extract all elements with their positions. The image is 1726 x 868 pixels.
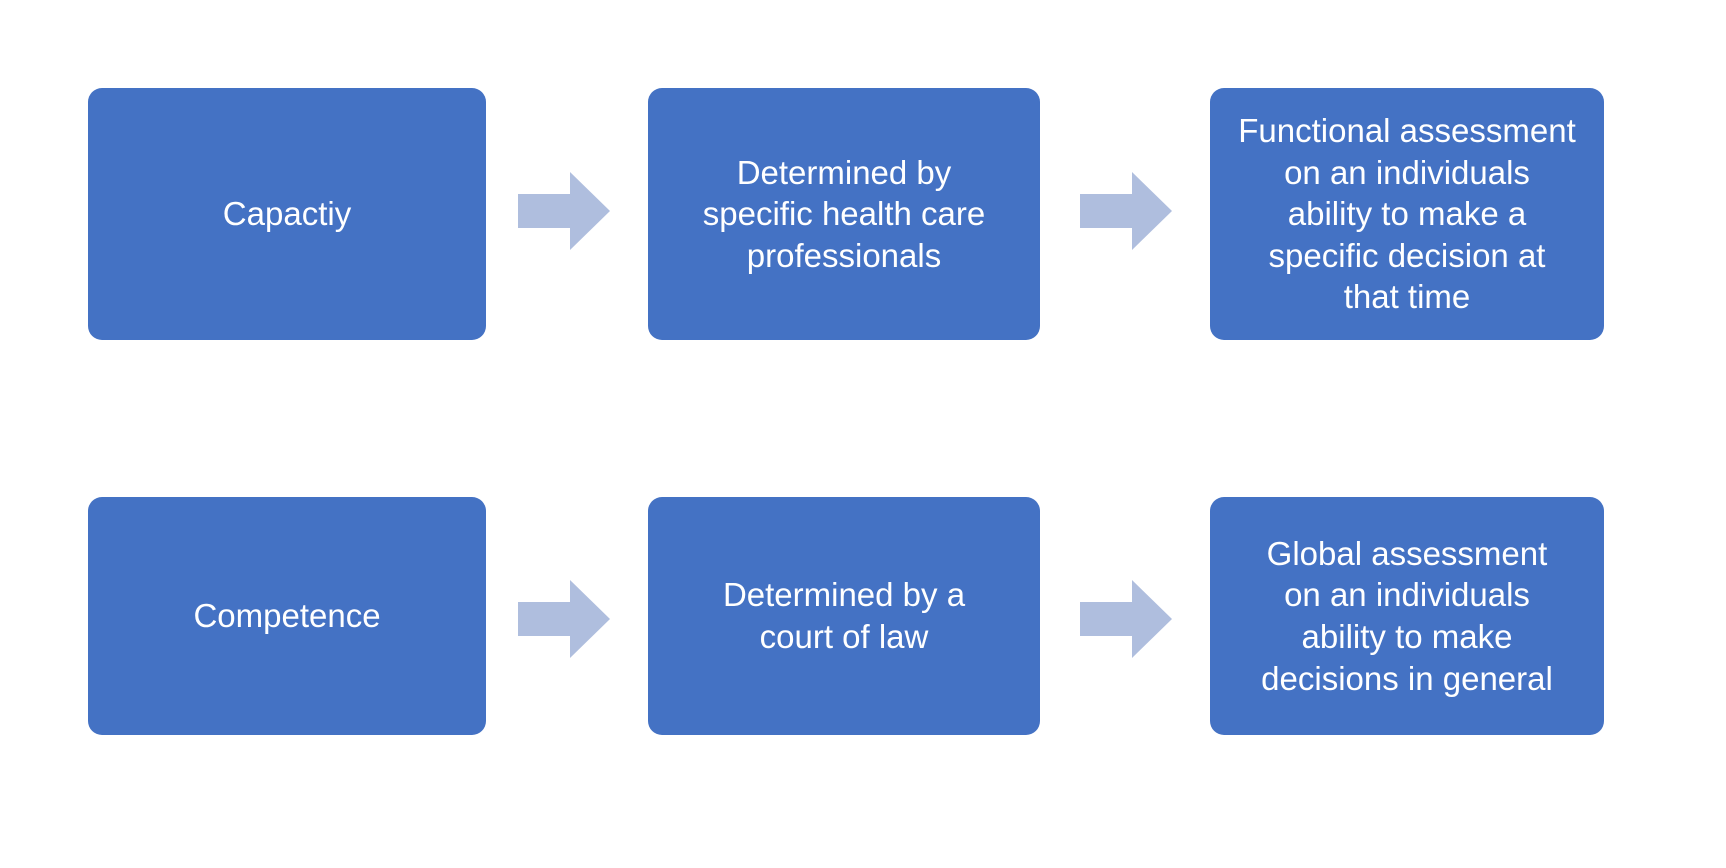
node-competence-definition[interactable]: Global assessment on an individuals abil…: [1210, 497, 1604, 735]
node-capacity[interactable]: Capactiy: [88, 88, 486, 340]
node-capacity-definition[interactable]: Functional assessment on an individuals …: [1210, 88, 1604, 340]
node-capacity-determiner[interactable]: Determined by specific health care profe…: [648, 88, 1040, 340]
node-competence[interactable]: Competence: [88, 497, 486, 735]
right-block-arrow-icon: [518, 580, 610, 658]
right-block-arrow-icon: [518, 172, 610, 250]
node-competence-determiner-label: Determined by a court of law: [722, 576, 966, 655]
right-block-arrow-icon: [1080, 172, 1172, 250]
node-capacity-definition-label: Functional assessment on an individuals …: [1238, 112, 1576, 316]
node-competence-determiner[interactable]: Determined by a court of law: [648, 497, 1040, 735]
node-capacity-determiner-label: Determined by specific health care profe…: [702, 153, 986, 274]
node-competence-definition-label: Global assessment on an individuals abil…: [1261, 534, 1553, 697]
right-block-arrow-icon: [1080, 580, 1172, 658]
node-capacity-label: Capactiy: [222, 195, 352, 233]
node-competence-label: Competence: [193, 597, 381, 635]
